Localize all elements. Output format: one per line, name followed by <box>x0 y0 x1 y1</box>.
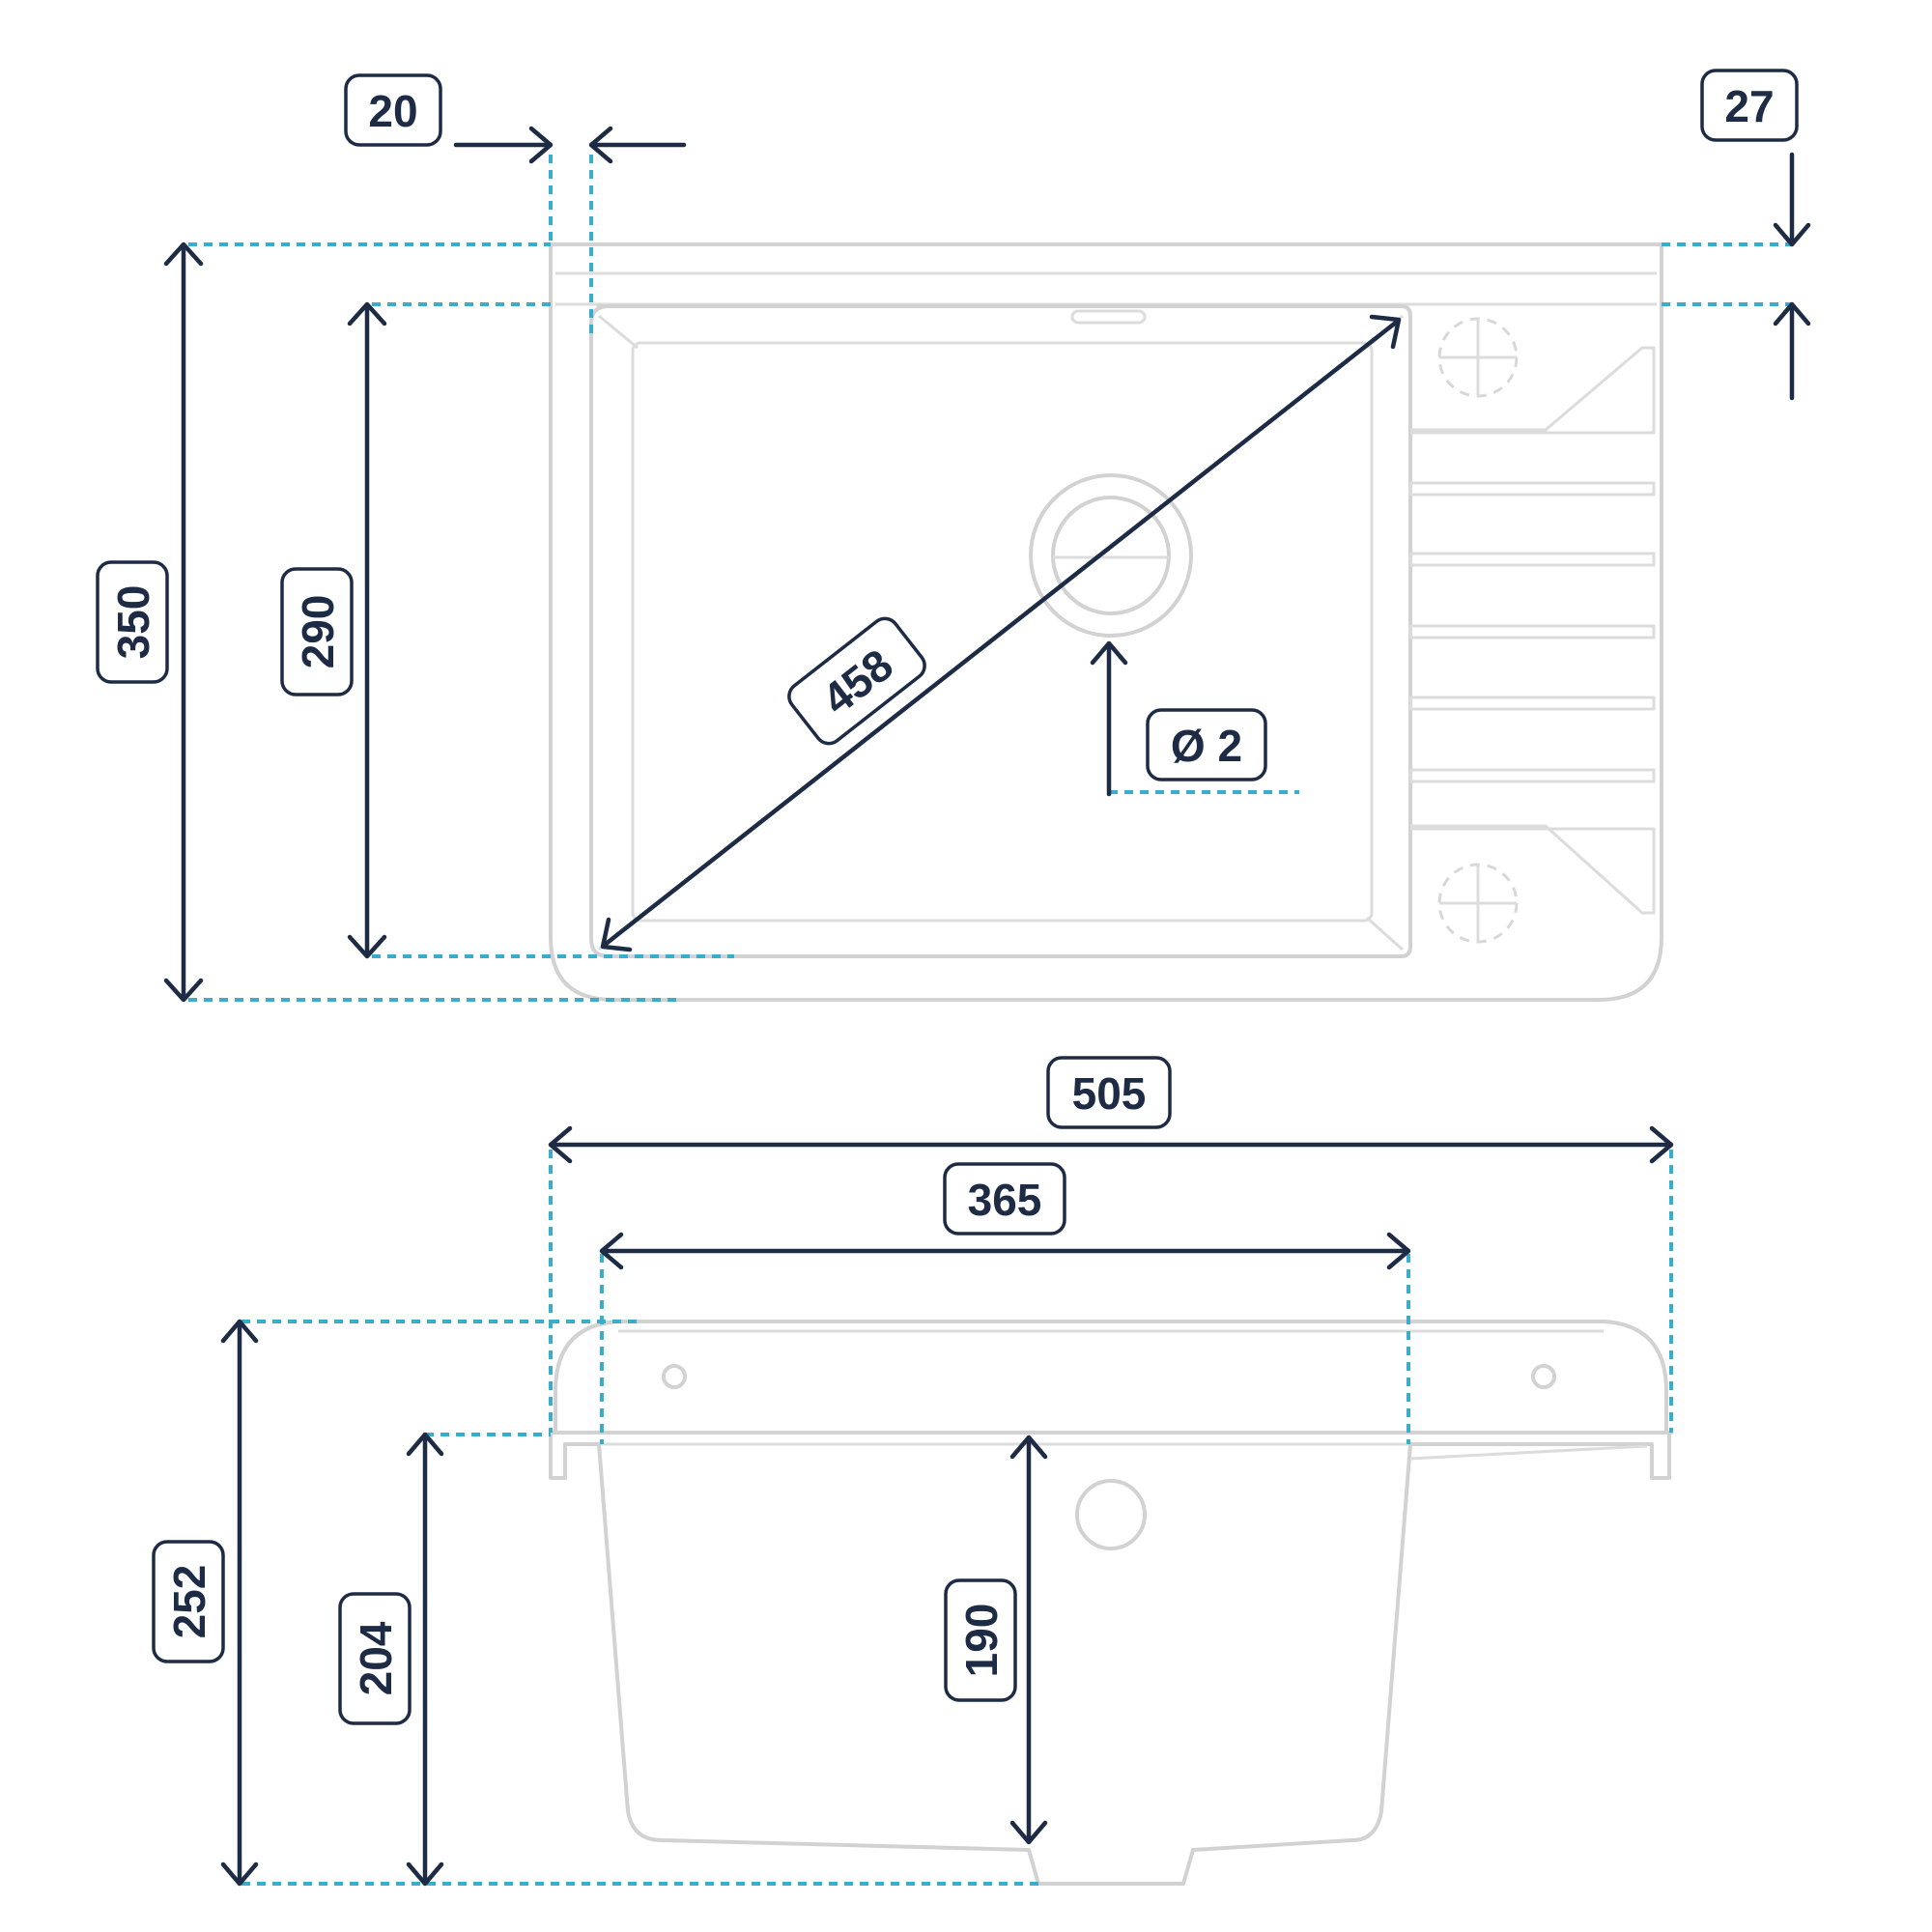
front-washboard-wing <box>1408 1431 1671 1480</box>
label-20: 20 <box>344 73 442 147</box>
washboard-rib-4 <box>1408 696 1656 711</box>
arrow-20-right <box>588 126 613 164</box>
label-365-box <box>943 1162 1066 1236</box>
label-505-text: 505 <box>1072 1068 1147 1119</box>
label-27-box <box>1700 69 1799 142</box>
label-350-box <box>96 560 169 684</box>
dim-line-458 <box>602 319 1400 948</box>
arrow-20-left <box>528 126 554 164</box>
front-fixing-hole-left <box>662 1364 687 1389</box>
label-458: 458 <box>787 616 926 746</box>
label-204-box <box>338 1592 412 1725</box>
front-fixing-hole-right <box>1531 1364 1556 1389</box>
sink-front-view <box>549 1320 1673 1886</box>
sink-top-outer-outline <box>549 242 1663 1002</box>
washboard-bottom-bracket <box>1410 824 1656 915</box>
arrow-365-left <box>599 1232 624 1270</box>
arrow-290-top <box>347 301 387 327</box>
front-left-lip <box>549 1431 601 1480</box>
label-204: 204 <box>338 1592 412 1725</box>
label-458-box <box>787 616 926 746</box>
arrow-190-bottom <box>1009 1820 1048 1845</box>
label-252: 252 <box>152 1540 225 1663</box>
label-190: 190 <box>944 1578 1017 1702</box>
arrow-290-bottom <box>347 934 387 959</box>
sink-top-view <box>549 242 1663 1002</box>
front-view-dimensions: 505 365 252 204 190 <box>152 1056 1674 1887</box>
front-overflow-hole <box>1075 1479 1147 1550</box>
label-190-box <box>944 1578 1017 1702</box>
washboard-rib-2 <box>1408 552 1656 567</box>
washboard-rib-1 <box>1408 481 1656 497</box>
label-drain-text: Ø 2 <box>1171 721 1242 771</box>
label-190-text: 190 <box>956 1604 1007 1678</box>
label-350-text: 350 <box>108 585 158 660</box>
arrow-458-bottom <box>600 917 633 952</box>
label-drain: Ø 2 <box>1146 708 1267 781</box>
arrow-350-top <box>163 242 204 267</box>
front-washboard-slope <box>1409 1444 1648 1461</box>
arrow-204-top <box>406 1432 444 1457</box>
label-252-box <box>152 1540 225 1663</box>
arrow-252-bottom <box>220 1861 259 1887</box>
label-27-text: 27 <box>1724 81 1774 131</box>
washboard-top-bracket <box>1410 346 1656 435</box>
washboard-ribs <box>1408 346 1656 915</box>
label-27: 27 <box>1700 69 1799 142</box>
arrow-458-top <box>1369 314 1402 350</box>
arrow-27-top <box>1773 222 1811 247</box>
label-505: 505 <box>1046 1056 1172 1129</box>
overflow-slot <box>1070 309 1147 325</box>
drain-inner-ring <box>1051 496 1171 615</box>
arrow-505-right <box>1649 1125 1674 1164</box>
label-290-box <box>280 567 354 696</box>
arrow-350-bottom <box>163 978 204 1003</box>
arrow-27-bottom <box>1773 301 1811 327</box>
arrow-190-top <box>1009 1435 1048 1460</box>
front-bowl-outline <box>597 1442 1412 1886</box>
arrow-365-right <box>1386 1232 1411 1270</box>
washboard-rib-5 <box>1408 768 1656 783</box>
arrow-204-bottom <box>406 1861 444 1887</box>
label-365: 365 <box>943 1162 1066 1236</box>
front-backsplash-outline <box>554 1320 1668 1432</box>
washboard-rib-3 <box>1408 624 1656 639</box>
label-350: 350 <box>96 560 169 684</box>
bowl-corner-br <box>1366 916 1404 952</box>
label-365-text: 365 <box>968 1175 1042 1225</box>
label-drain-box <box>1146 708 1267 781</box>
drain-outer-ring <box>1029 473 1193 638</box>
arrow-252-top <box>220 1319 259 1344</box>
top-view-dimensions: 20 27 350 290 458 Ø 2 <box>96 69 1811 1003</box>
bowl-corner-tl <box>598 314 639 350</box>
arrow-505-left <box>548 1125 573 1164</box>
bowl-inner-outline <box>631 341 1374 923</box>
label-505-box <box>1046 1056 1172 1129</box>
label-252-text: 252 <box>164 1565 214 1639</box>
label-204-text: 204 <box>351 1621 401 1695</box>
label-20-box <box>344 73 442 147</box>
label-290: 290 <box>280 567 354 696</box>
arrow-drain <box>1090 640 1128 666</box>
label-290-text: 290 <box>293 595 343 669</box>
label-20-text: 20 <box>368 86 417 136</box>
